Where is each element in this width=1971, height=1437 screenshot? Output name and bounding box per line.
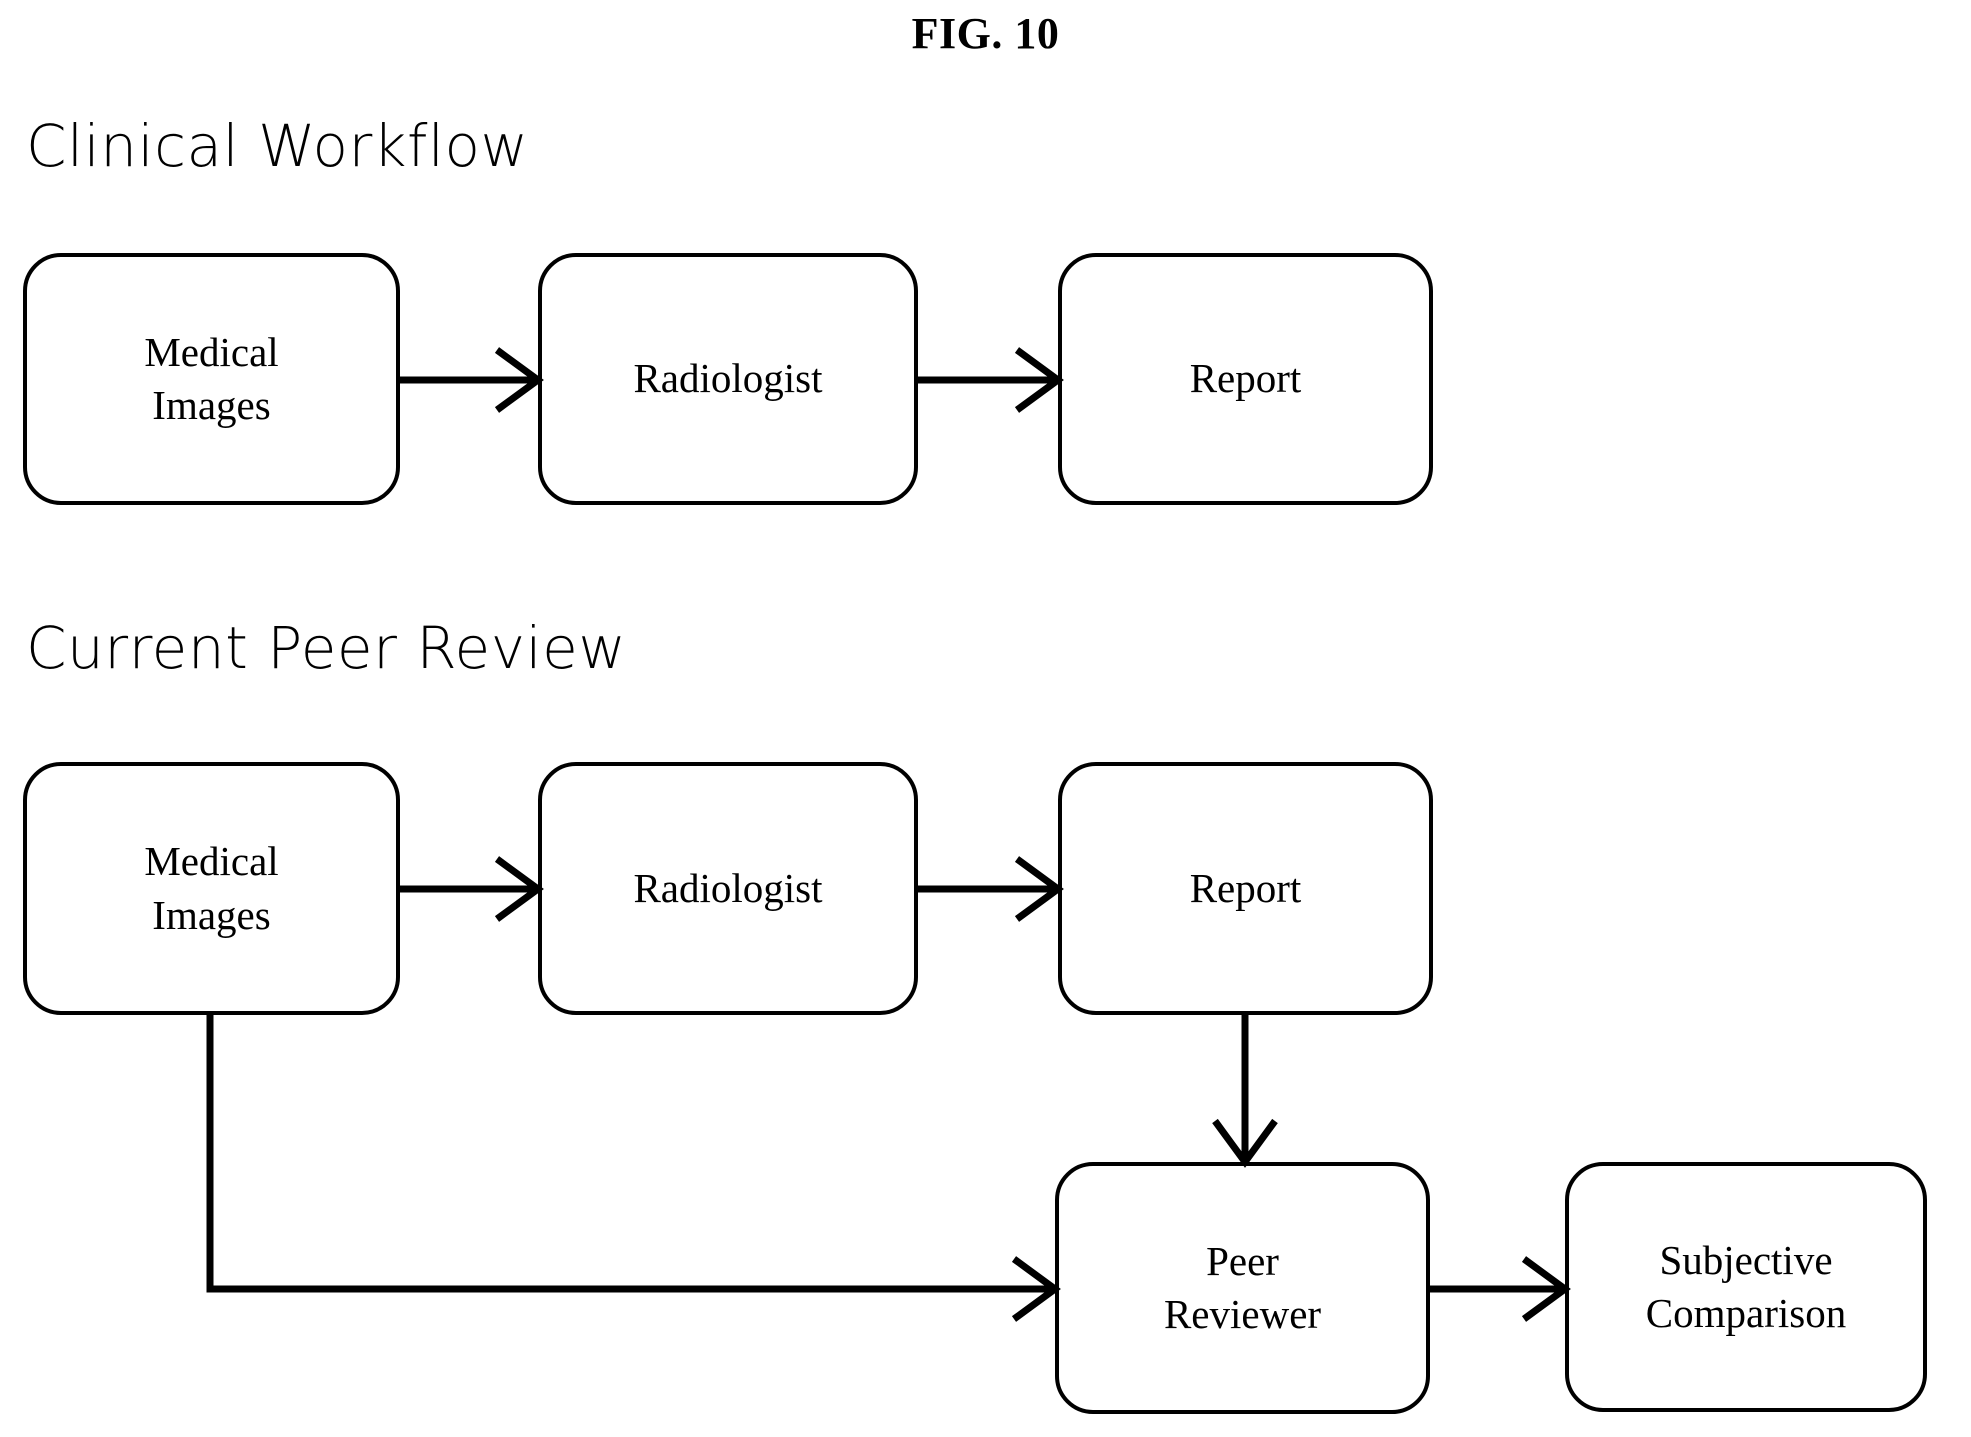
edge-radiologist-to-report-clinical [918,347,1064,413]
node-report-clinical[interactable]: Report [1058,253,1433,505]
edge-medical-images-to-peer-reviewer [206,1015,1061,1322]
section-heading-current-peer-review: Current Peer Review [26,614,627,682]
node-subjective-comparison[interactable]: Subjective Comparison [1565,1162,1927,1412]
edge-radiologist-to-report-peer-review [918,856,1064,922]
section-heading-clinical-workflow: Clinical Workflow [26,112,529,180]
node-peer-reviewer[interactable]: Peer Reviewer [1055,1162,1430,1414]
edge-peer-reviewer-to-subjective-comparison [1430,1256,1571,1322]
node-report-peer-review[interactable]: Report [1058,762,1433,1015]
node-radiologist-peer-review[interactable]: Radiologist [538,762,918,1015]
node-radiologist-clinical[interactable]: Radiologist [538,253,918,505]
edge-report-to-peer-reviewer [1212,1015,1278,1168]
figure-number-title: FIG. 10 [911,9,1060,58]
node-medical-images-clinical[interactable]: Medical Images [23,253,400,505]
node-medical-images-peer-review[interactable]: Medical Images [23,762,400,1015]
edge-medical-images-to-radiologist-peer-review [400,856,544,922]
edge-medical-images-to-radiologist-clinical [400,347,544,413]
